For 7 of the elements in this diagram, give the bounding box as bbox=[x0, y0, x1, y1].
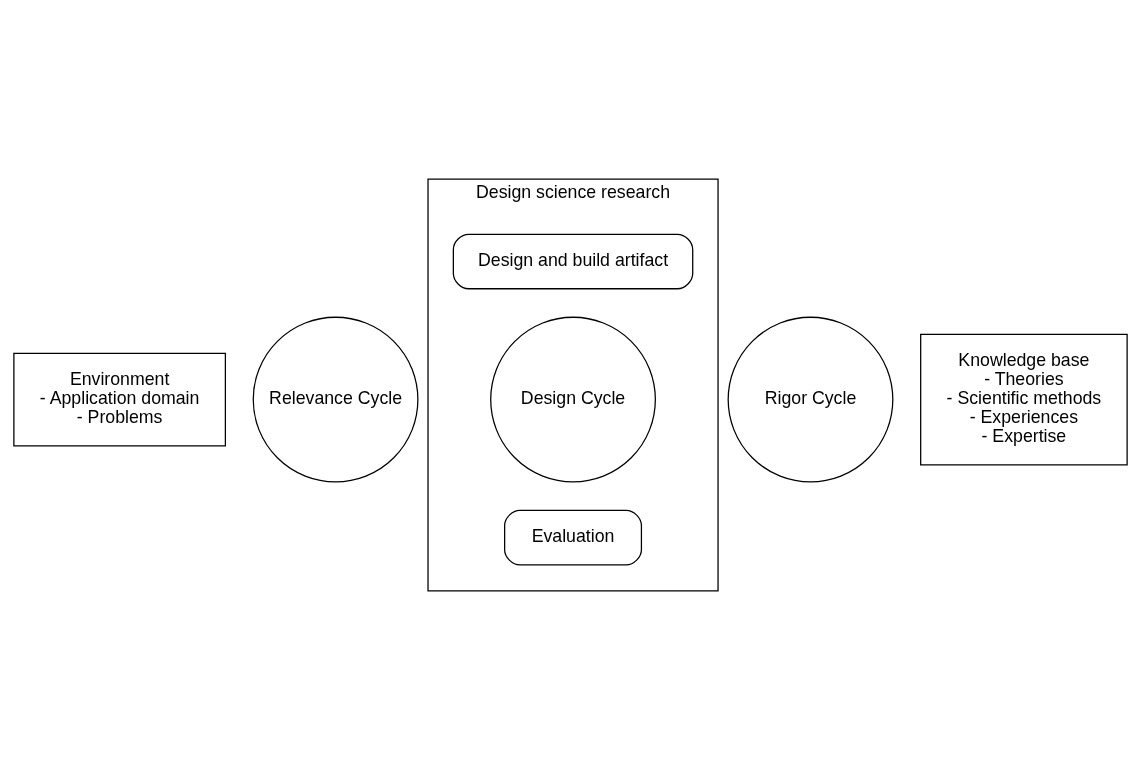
node-box: Design and build artifact bbox=[452, 233, 694, 289]
node-box: Knowledge base - Theories - Scientific methods - Experiences - Expertise bbox=[920, 333, 1128, 465]
node-box: Evaluation bbox=[504, 509, 643, 565]
node-circle: Rigor Cycle bbox=[727, 316, 894, 483]
node-box: Environment - Application domain - Problems bbox=[13, 352, 227, 446]
node-circle: Relevance Cycle bbox=[252, 316, 419, 483]
node-circle: Design Cycle bbox=[490, 316, 656, 483]
